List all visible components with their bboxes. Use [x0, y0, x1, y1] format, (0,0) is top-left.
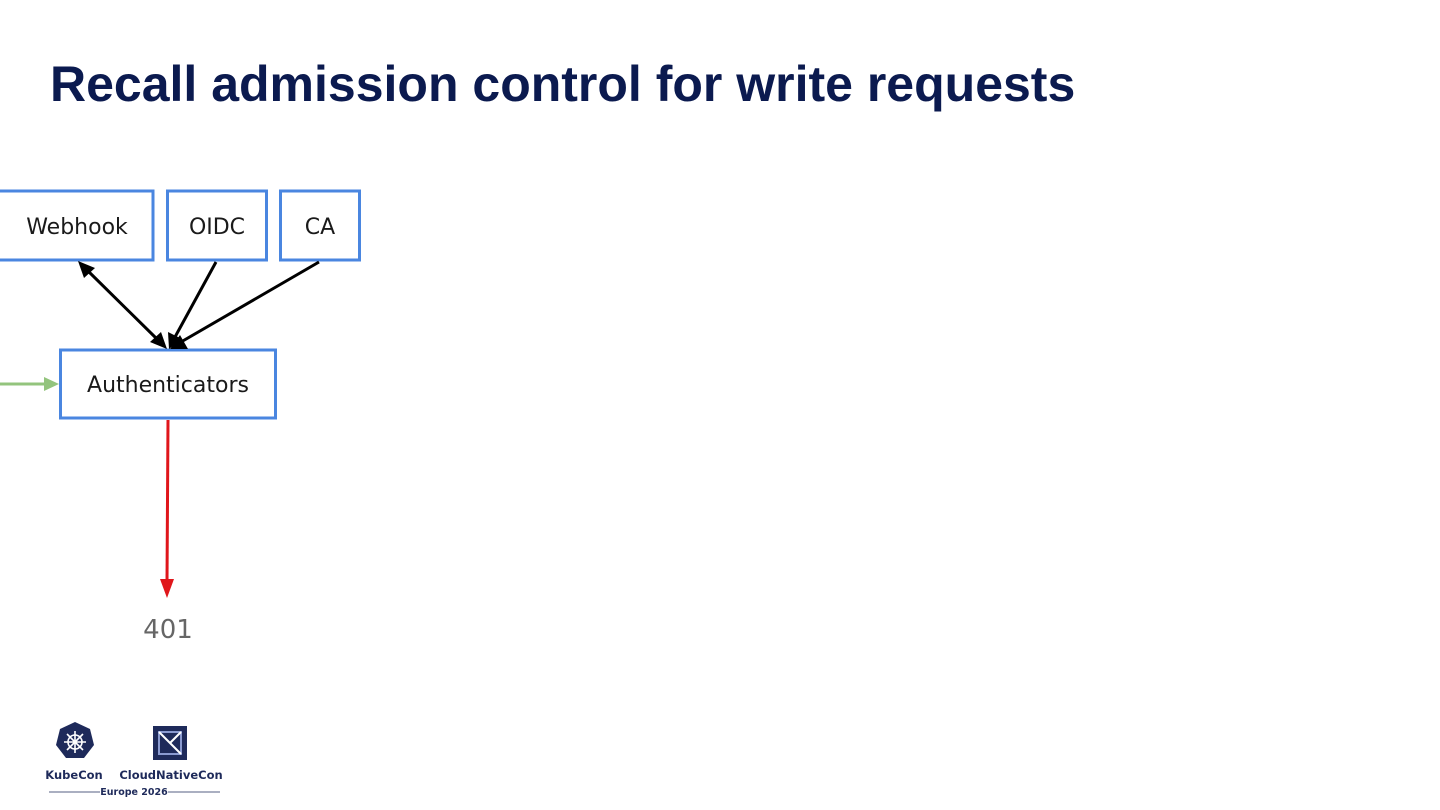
reject-arrow [160, 419, 174, 598]
ca-node: CA [279, 189, 361, 262]
webhook-label: Webhook [26, 215, 128, 240]
slide-title: Recall admission control for write reque… [50, 56, 1076, 112]
kubecon-label: KubeCon [45, 768, 102, 782]
authenticators-label: Authenticators [87, 373, 249, 398]
cloudnativecon-logo: CloudNativeCon [119, 726, 223, 782]
webhook-node: Webhook [0, 189, 155, 262]
oidc-authenticators-arrow [168, 261, 218, 349]
event-tagline: Europe 2026 [49, 787, 220, 798]
oidc-node: OIDC [166, 189, 268, 262]
webhook-authenticators-arrow [78, 261, 167, 349]
oidc-label: OIDC [189, 215, 245, 240]
ca-authenticators-arrow [170, 260, 320, 349]
kubecon-logo: KubeCon [45, 722, 103, 782]
event-label: Europe 2026 [100, 787, 168, 798]
cloudnativecon-label: CloudNativeCon [119, 768, 222, 782]
authenticators-node: Authenticators [59, 348, 277, 420]
ca-label: CA [305, 215, 335, 240]
cncf-mark-icon [158, 731, 182, 755]
status-401-label: 401 [143, 615, 193, 645]
incoming-request-arrow [0, 377, 59, 391]
helm-wheel-icon [64, 731, 86, 753]
